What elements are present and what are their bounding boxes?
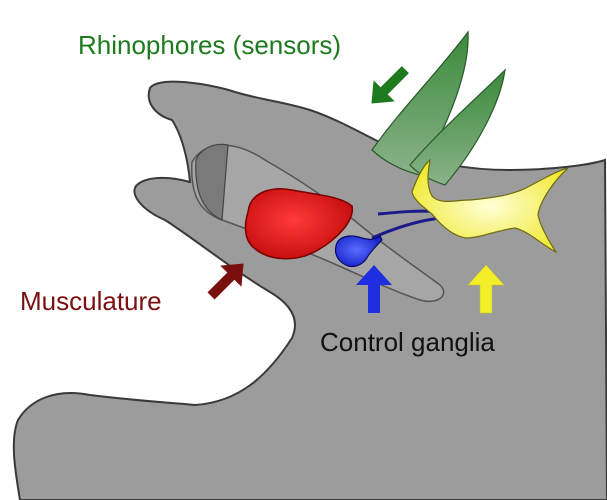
rhinophore-right [409,68,506,186]
left-ganglion-shape [334,235,383,268]
musculature-shape [244,188,353,260]
rhinophores-label: Rhinophores (sensors) [78,30,342,60]
body-shape [12,80,607,500]
rhinophore-left [371,30,469,176]
right-ganglion-shape [411,158,569,254]
control-ganglia-label: Control ganglia [320,327,495,357]
mouth-rim [195,143,229,221]
arrow-up-right-icon [207,263,244,300]
arrow-up-icon [356,265,392,313]
musculature-label: Musculature [20,286,162,316]
arrow-down-right-icon [371,66,409,104]
arrow-up-icon [467,264,505,314]
